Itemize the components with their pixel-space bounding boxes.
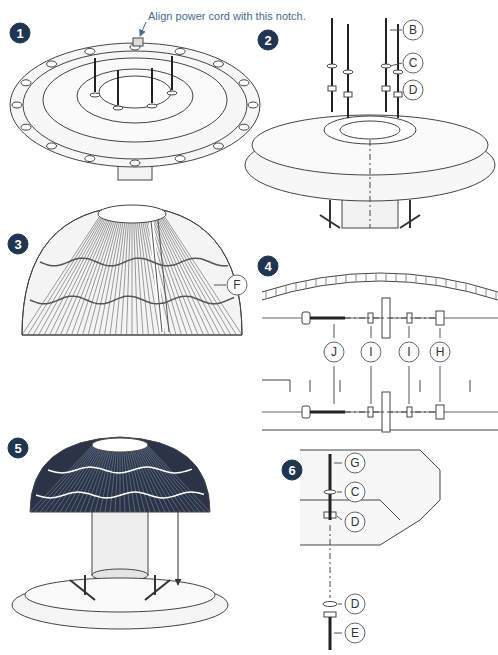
- callout-letter-text: D: [409, 83, 418, 97]
- step-number: 6: [281, 459, 303, 481]
- callout-letter: D: [344, 511, 366, 533]
- callout-letter: F: [226, 274, 248, 296]
- callout-letter-text: E: [351, 626, 359, 640]
- step-number: 5: [7, 437, 29, 459]
- callout-letter: C: [402, 52, 424, 74]
- step-number: 4: [257, 255, 279, 277]
- step-number-text: 6: [288, 463, 295, 478]
- dome-onto-base: [12, 437, 228, 629]
- callout-letter-text: C: [409, 56, 418, 70]
- callout-letter-text: G: [350, 456, 359, 470]
- instruction-note: Align power cord with this notch.: [148, 10, 306, 22]
- callout-letter-text: I: [407, 345, 410, 359]
- callout-letter-text: D: [351, 597, 360, 611]
- step-number-text: 2: [264, 33, 271, 48]
- callout-letter: H: [429, 341, 451, 363]
- section-detail: [300, 450, 440, 650]
- callout-letter-text: B: [409, 23, 417, 37]
- step-number: 1: [9, 22, 31, 44]
- callout-letter: D: [344, 593, 366, 615]
- callout-letter-text: F: [233, 278, 240, 292]
- base-top-view: [10, 22, 260, 180]
- dome-halves: [22, 205, 242, 335]
- callout-letter: E: [344, 622, 366, 644]
- callout-letter-text: J: [331, 345, 337, 359]
- callout-letter-text: H: [436, 345, 445, 359]
- step-number-text: 3: [14, 237, 21, 252]
- step-number-text: 1: [16, 26, 23, 41]
- base-with-bolts: [245, 18, 495, 228]
- callout-letter-text: D: [351, 515, 360, 529]
- clamp-detail: [262, 273, 498, 432]
- callout-letter-text: C: [351, 485, 360, 499]
- callout-letter: C: [344, 481, 366, 503]
- callout-letter: I: [360, 341, 382, 363]
- callout-letter: B: [402, 19, 424, 41]
- callout-letter: G: [344, 452, 366, 474]
- callout-letter: D: [402, 79, 424, 101]
- callout-letter: J: [323, 341, 345, 363]
- step-number-text: 5: [14, 441, 21, 456]
- callout-letter: I: [398, 341, 420, 363]
- step-number: 3: [7, 233, 29, 255]
- callout-letter-text: I: [369, 345, 372, 359]
- step-number: 2: [257, 29, 279, 51]
- step-number-text: 4: [264, 259, 271, 274]
